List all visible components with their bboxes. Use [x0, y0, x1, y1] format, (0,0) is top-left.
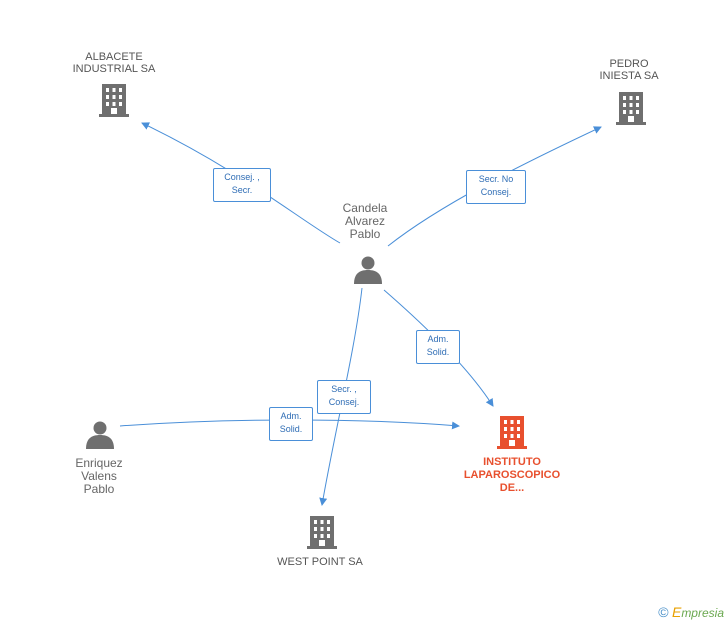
brand-e: E	[671, 604, 682, 620]
brand-logo: © Empresia	[658, 604, 724, 620]
person-label-enriquez[interactable]: Enriquez Valens Pablo	[75, 456, 123, 496]
person-icon	[86, 421, 114, 449]
building-icon	[497, 416, 527, 449]
edge-label-enriquez-instituto: Adm. Solid.	[269, 407, 313, 441]
brand-name: mpresia	[681, 606, 724, 620]
company-label-westpoint[interactable]: WEST POINT SA	[277, 556, 363, 568]
company-label-albacete[interactable]: ALBACETE INDUSTRIAL SA	[72, 51, 156, 75]
company-label-pedro[interactable]: PEDRO INIESTA SA	[599, 58, 659, 82]
copyright-symbol: ©	[658, 604, 669, 620]
person-label-candela[interactable]: Candela Alvarez Pablo	[342, 201, 388, 241]
edge-label-candela-albacete: Consej. , Secr.	[213, 168, 271, 202]
edge-label-candela-westpoint: Secr. , Consej.	[317, 380, 371, 414]
building-icon	[307, 516, 337, 549]
building-icon	[616, 92, 646, 125]
edge-label-candela-instituto: Adm. Solid.	[416, 330, 460, 364]
person-icon	[354, 256, 382, 284]
edge-label-candela-pedro: Secr. No Consej.	[466, 170, 526, 204]
company-label-instituto[interactable]: INSTITUTO LAPAROSCOPICO DE...	[463, 456, 561, 494]
building-icon	[99, 84, 129, 117]
